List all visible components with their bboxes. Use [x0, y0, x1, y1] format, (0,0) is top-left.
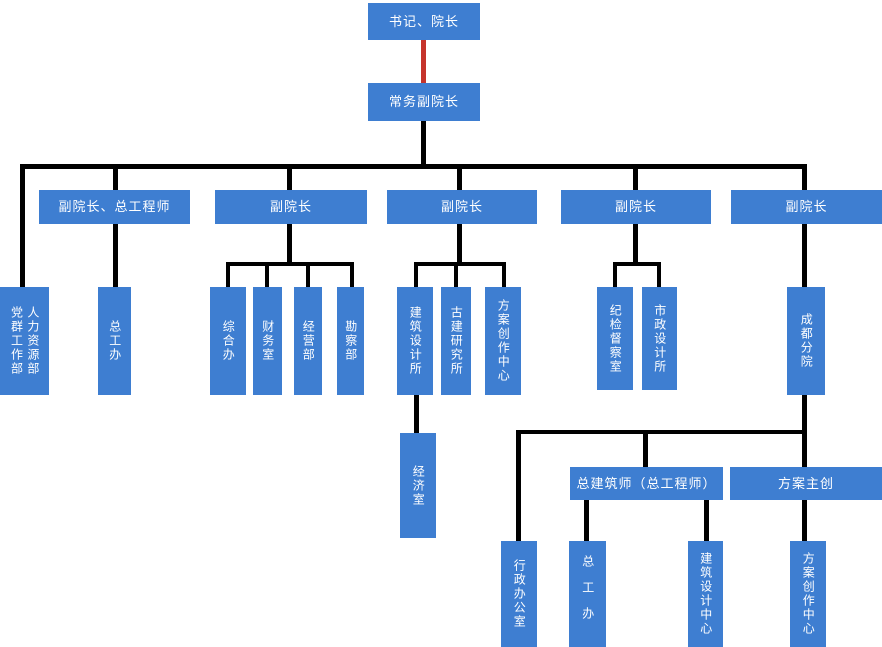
connector — [613, 266, 617, 287]
node-vp-chief-engineer: 副院长、总工程师 — [39, 190, 190, 224]
node-vp2: 副院长 — [387, 190, 537, 224]
connector — [265, 266, 269, 287]
node-finance-office: 财务室 — [253, 287, 282, 395]
connector — [414, 395, 419, 433]
node-concept-lead: 方案主创 — [730, 467, 882, 500]
connector — [633, 224, 638, 262]
connector — [516, 434, 521, 541]
connector — [457, 224, 462, 262]
node-root: 书记、院长 — [368, 3, 480, 40]
connector — [657, 266, 661, 287]
node-concept-creation-center-branch: 方案创作中心 — [790, 541, 826, 647]
connector — [704, 500, 709, 541]
node-concept-creation-center: 方案创作中心 — [485, 287, 521, 395]
node-arch-design-institute: 建筑设计所 — [397, 287, 433, 395]
connector — [414, 266, 418, 287]
node-vp3: 副院长 — [561, 190, 711, 224]
node-business-dept: 经营部 — [294, 287, 322, 395]
connector-branch — [516, 430, 807, 434]
connector — [633, 169, 638, 190]
node-general-office: 综合办 — [210, 287, 246, 395]
connector — [350, 266, 354, 287]
node-chengdu-branch: 成都分院 — [787, 287, 825, 395]
connector-root-execvp — [421, 40, 426, 83]
node-chief-architect: 总建筑师（总工程师） — [570, 467, 723, 500]
node-survey-dept: 勘察部 — [337, 287, 364, 395]
connector — [287, 169, 292, 190]
party-mass-dept-label: 党群工作部 — [9, 306, 24, 376]
connector-elbow — [226, 262, 354, 266]
connector-trunk — [20, 164, 807, 169]
connector — [306, 266, 310, 287]
connector — [20, 164, 25, 287]
connector — [226, 266, 230, 287]
connector — [113, 169, 118, 190]
connector — [287, 224, 292, 262]
node-economy-office: 经济室 — [400, 433, 436, 538]
node-admin-office: 行政办公室 — [501, 541, 537, 647]
connector — [802, 434, 807, 467]
hr-dept-label: 人力资源部 — [25, 306, 40, 376]
connector — [113, 224, 118, 287]
connector-elbow — [613, 262, 661, 266]
node-vp1: 副院长 — [215, 190, 367, 224]
connector — [643, 434, 648, 467]
node-discipline-office: 纪检督察室 — [597, 287, 633, 390]
connector — [457, 169, 462, 190]
connector — [802, 169, 807, 190]
node-ancient-arch-institute: 古建研究所 — [441, 287, 471, 395]
node-exec-vp: 常务副院长 — [368, 83, 480, 121]
node-chief-eng-office-branch: 总工办 — [569, 541, 606, 647]
connector — [584, 500, 589, 541]
connector — [802, 500, 807, 541]
connector — [421, 121, 426, 164]
connector — [502, 266, 506, 287]
node-chief-eng-office: 总工办 — [98, 287, 131, 395]
connector — [802, 224, 807, 287]
node-arch-design-center: 建筑设计中心 — [688, 541, 723, 647]
connector — [454, 266, 458, 287]
node-municipal-design-institute: 市政设计所 — [642, 287, 677, 390]
connector-elbow — [414, 262, 506, 266]
node-vp4: 副院长 — [731, 190, 882, 224]
connector — [802, 395, 807, 430]
node-party-mass-and-hr: 党群工作部 人力资源部 — [0, 287, 49, 395]
